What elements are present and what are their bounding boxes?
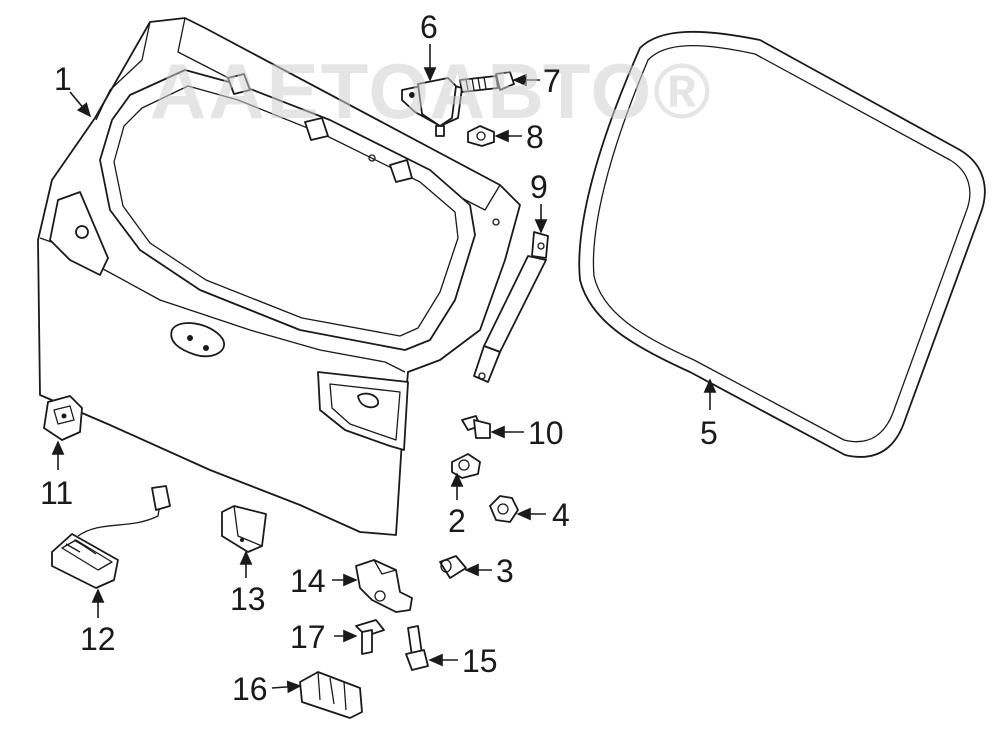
strut-bolt <box>461 415 491 439</box>
grommet <box>489 495 519 523</box>
callout-7: 7 <box>543 63 561 99</box>
bracket <box>299 671 363 719</box>
callout-1: 1 <box>54 61 72 97</box>
callout-15: 15 <box>462 643 498 679</box>
latch-cover <box>221 505 267 553</box>
liftgate-panel <box>37 17 521 536</box>
callout-12: 12 <box>80 621 116 657</box>
liftgate-switch <box>43 395 83 441</box>
weatherstrip-seal <box>578 30 986 458</box>
callout-8: 8 <box>526 119 544 155</box>
callout-13: 13 <box>230 581 266 617</box>
hinge-nut <box>467 125 495 147</box>
callout-9: 9 <box>530 169 548 205</box>
callout-4: 4 <box>552 497 570 533</box>
hinge <box>401 77 463 137</box>
callout-14: 14 <box>290 563 326 599</box>
screw <box>355 619 385 655</box>
latch <box>355 559 413 613</box>
callout-labels: 1 6 7 8 9 5 10 2 4 3 11 12 13 14 15 17 1… <box>40 9 718 707</box>
latch-bolt <box>405 625 429 671</box>
leader-arrows <box>51 44 717 694</box>
handle-assembly <box>51 485 171 589</box>
gas-strut <box>473 231 549 383</box>
callout-6: 6 <box>420 9 438 45</box>
callout-3: 3 <box>496 553 514 589</box>
callout-5: 5 <box>700 415 718 451</box>
callout-16: 16 <box>232 671 268 707</box>
callout-10: 10 <box>528 415 564 451</box>
callout-11: 11 <box>40 475 73 511</box>
bushing <box>439 555 467 579</box>
leader-1 <box>69 91 92 118</box>
leader-16 <box>271 680 302 694</box>
callout-17: 17 <box>290 619 326 655</box>
watermark: ААЕТОАВТО® <box>150 47 713 135</box>
bumper-stopper <box>451 453 481 479</box>
callout-2: 2 <box>448 503 466 539</box>
